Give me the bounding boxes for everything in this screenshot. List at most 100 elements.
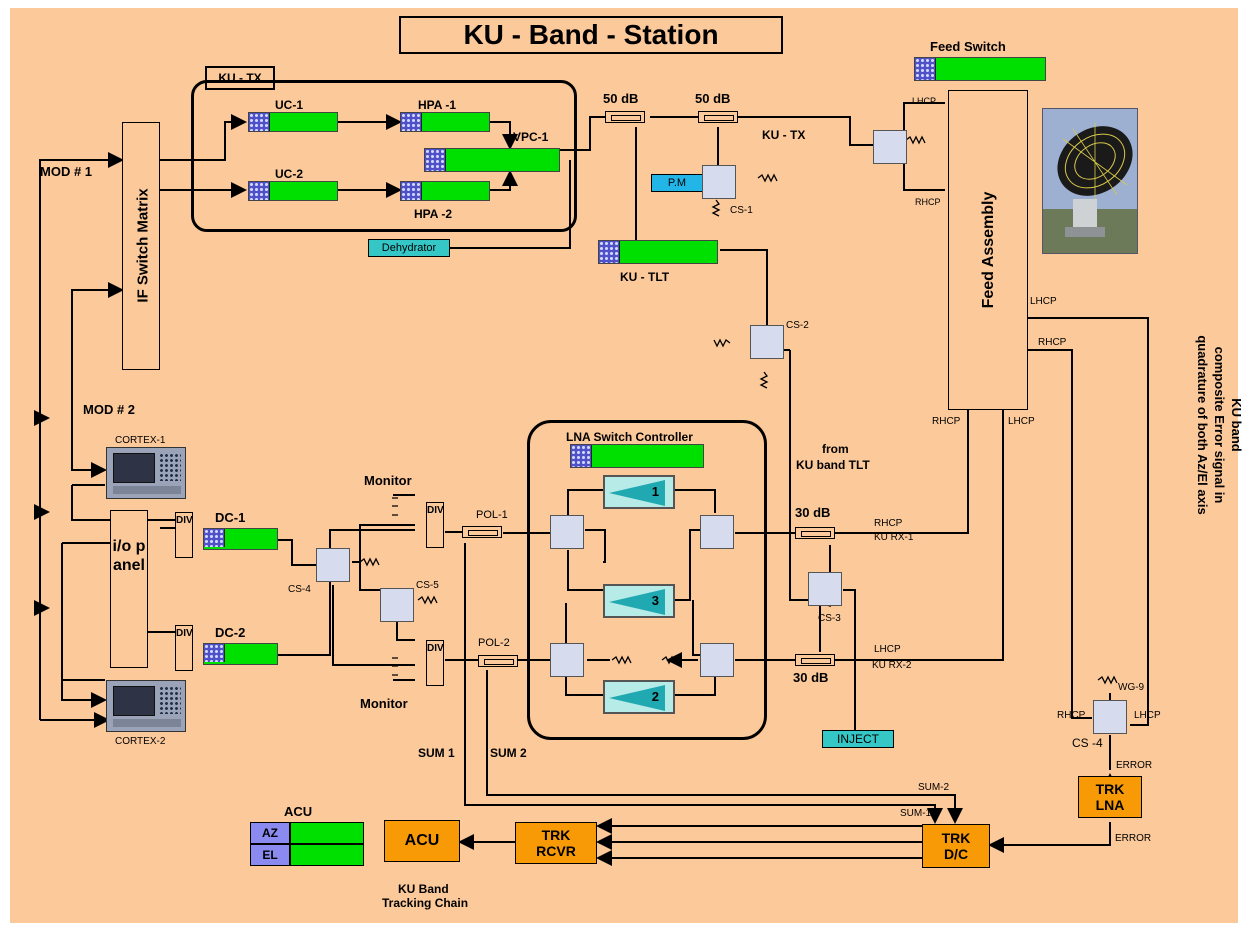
pol2-coupler bbox=[478, 655, 518, 667]
att30-top-label: 30 dB bbox=[795, 506, 830, 520]
lna-amp-1[interactable]: 1 bbox=[603, 475, 675, 509]
wg9-label: WG-9 bbox=[1118, 682, 1144, 694]
if-switch-matrix[interactable]: IF Switch Matrix bbox=[122, 122, 160, 370]
rhcp-top-label: RHCP bbox=[915, 196, 941, 208]
trk-lna-box[interactable]: TRK LNA bbox=[1078, 776, 1142, 818]
io-panel-label: i/o panel bbox=[113, 538, 146, 574]
composite-line-1: KU band bbox=[1228, 295, 1244, 555]
switch-cs2[interactable] bbox=[750, 325, 784, 359]
cortex-2-unit[interactable] bbox=[106, 680, 186, 732]
pol1-label: POL-1 bbox=[476, 509, 508, 521]
lhcp-bottom-label: LHCP bbox=[1008, 416, 1035, 428]
lna-switch-c[interactable] bbox=[700, 515, 734, 549]
ku-rx2-label: KU RX-2 bbox=[872, 660, 911, 672]
lna-amp-1-label: 1 bbox=[652, 484, 659, 499]
from-tlt-1: from bbox=[822, 442, 849, 456]
trk-rcvr-box[interactable]: TRK RCVR bbox=[515, 822, 597, 864]
grid-icon bbox=[571, 445, 592, 467]
drive-bar bbox=[113, 486, 181, 494]
trk-dc-box[interactable]: TRK D/C bbox=[922, 824, 990, 868]
dc1-label: DC-1 bbox=[215, 511, 245, 525]
acu-el-label: EL bbox=[250, 844, 290, 866]
monitor-bottom-label: Monitor bbox=[360, 697, 408, 711]
coupler-50db-1 bbox=[605, 111, 645, 123]
cs4-left-label: CS-4 bbox=[288, 584, 311, 596]
switch-cs3[interactable] bbox=[808, 572, 842, 606]
div-box-4: DIV bbox=[426, 640, 444, 686]
ku-tlt-module[interactable] bbox=[598, 240, 718, 264]
grid-icon bbox=[204, 644, 225, 662]
grid-icon bbox=[249, 113, 270, 131]
cortex2-label: CORTEX-2 bbox=[115, 736, 165, 748]
switch-cs5[interactable] bbox=[380, 588, 414, 622]
grid-icon bbox=[425, 149, 446, 171]
power-meter-button[interactable]: P.M bbox=[651, 174, 703, 192]
dc2-label: DC-2 bbox=[215, 626, 245, 640]
uc1-label: UC-1 bbox=[275, 98, 303, 112]
lna-amp-3-label: 3 bbox=[652, 593, 659, 608]
grid-icon bbox=[204, 529, 225, 547]
lna-switch-d[interactable] bbox=[700, 643, 734, 677]
sum1-small-label: SUM-1 bbox=[900, 808, 931, 820]
error-label-1: ERROR bbox=[1116, 760, 1152, 772]
uc2-module[interactable] bbox=[248, 181, 338, 201]
pol2-label: POL-2 bbox=[478, 637, 510, 649]
rhcp-cs4-label: RHCP bbox=[1057, 710, 1085, 722]
lna-switch-label: LNA Switch Controller bbox=[566, 430, 693, 444]
cs4-right-label: CS -4 bbox=[1072, 737, 1103, 749]
page-title: KU - Band - Station bbox=[399, 16, 783, 54]
sum1-label: SUM 1 bbox=[418, 746, 455, 760]
coupler-30db-1 bbox=[795, 527, 835, 539]
switch-cs1[interactable] bbox=[702, 165, 736, 199]
dc2-module[interactable] bbox=[203, 643, 278, 665]
lhcp-right-label: LHCP bbox=[1030, 296, 1057, 308]
lhcp-top-label: LHCP bbox=[912, 95, 936, 107]
grid-icon bbox=[249, 182, 270, 200]
hpa1-module[interactable] bbox=[400, 112, 490, 132]
inject-button[interactable]: INJECT bbox=[822, 730, 894, 748]
ku-tlt-label: KU - TLT bbox=[620, 270, 669, 284]
feed-assembly[interactable]: Feed Assembly bbox=[948, 90, 1028, 410]
io-panel[interactable]: i/o panel bbox=[110, 510, 148, 668]
acu-el-value[interactable] bbox=[290, 844, 364, 866]
vpc1-module[interactable] bbox=[424, 148, 560, 172]
dc1-module[interactable] bbox=[203, 528, 278, 550]
error-label-2: ERROR bbox=[1115, 833, 1151, 845]
feed-switch-label: Feed Switch bbox=[930, 40, 1006, 54]
feed-assembly-label: Feed Assembly bbox=[980, 90, 998, 410]
monitor-top-label: Monitor bbox=[364, 474, 412, 488]
keypad-icon bbox=[159, 686, 181, 714]
acu-box[interactable]: ACU bbox=[384, 820, 460, 862]
sum2-label: SUM 2 bbox=[490, 746, 527, 760]
cs5-label: CS-5 bbox=[416, 580, 439, 592]
div-box-2: DIV bbox=[175, 625, 193, 671]
ku-tx-line-label: KU - TX bbox=[762, 128, 805, 142]
cortex-1-unit[interactable] bbox=[106, 447, 186, 499]
switch-cs4-left[interactable] bbox=[316, 548, 350, 582]
grid-icon bbox=[401, 113, 422, 131]
att30-bottom-label: 30 dB bbox=[793, 671, 828, 685]
switch-feed[interactable] bbox=[873, 130, 907, 164]
lhcp-cs4-label: LHCP bbox=[1134, 710, 1161, 722]
lna-switch-a[interactable] bbox=[550, 515, 584, 549]
hpa2-module[interactable] bbox=[400, 181, 490, 201]
hpa2-label: HPA -2 bbox=[414, 207, 452, 221]
pol1-coupler bbox=[462, 526, 502, 538]
keypad-icon bbox=[159, 453, 181, 481]
acu-title: ACU bbox=[284, 805, 312, 819]
cortex1-label: CORTEX-1 bbox=[115, 435, 165, 447]
lna-amp-3[interactable]: 3 bbox=[603, 584, 675, 618]
feed-switch-module[interactable] bbox=[914, 57, 1046, 81]
tracking-chain-2: Tracking Chain bbox=[382, 896, 468, 910]
uc1-module[interactable] bbox=[248, 112, 338, 132]
dehydrator-button[interactable]: Dehydrator bbox=[368, 239, 450, 257]
lna-switch-b[interactable] bbox=[550, 643, 584, 677]
composite-line-2: composite Error signal in bbox=[1211, 295, 1228, 555]
lna-switch-module[interactable] bbox=[570, 444, 704, 468]
acu-az-value[interactable] bbox=[290, 822, 364, 844]
switch-cs4-right[interactable] bbox=[1093, 700, 1127, 734]
if-switch-label: IF Switch Matrix bbox=[135, 122, 152, 370]
lna-amp-2[interactable]: 2 bbox=[603, 680, 675, 714]
div-box-3: DIV bbox=[426, 502, 444, 548]
lna-amp-2-label: 2 bbox=[652, 689, 659, 704]
